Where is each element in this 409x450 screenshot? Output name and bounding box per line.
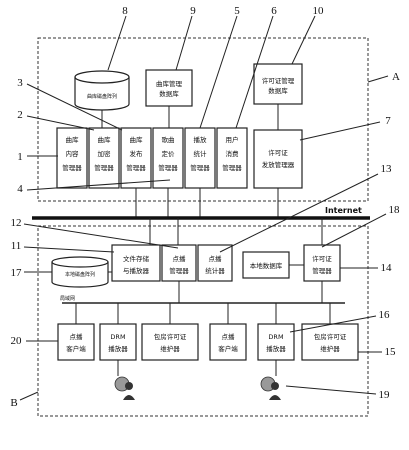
module-consume-l2: 消费 bbox=[226, 149, 240, 158]
ref-19: 19 bbox=[379, 389, 391, 401]
vod-manager: 点播 管理器 bbox=[161, 244, 197, 282]
ref-2: 2 bbox=[17, 109, 23, 121]
ref-13: 13 bbox=[381, 163, 393, 175]
module-content-l3: 管理器 bbox=[62, 163, 82, 172]
room-license-1-l1: 包房许可证 bbox=[154, 332, 187, 341]
file-storage-l2: 与播放器 bbox=[123, 266, 150, 275]
local-db: 本地数据库 bbox=[242, 251, 290, 279]
module-pricing-mgr bbox=[152, 127, 184, 189]
vod-stats-l2: 统计器 bbox=[205, 266, 225, 275]
license-issue-l1: 许可证 bbox=[268, 148, 288, 157]
music-disk-array-label: 曲库磁盘阵列 bbox=[87, 93, 117, 100]
room-license-1-l2: 维护器 bbox=[160, 344, 180, 353]
module-encrypt-l3: 管理器 bbox=[94, 163, 114, 172]
ref-4: 4 bbox=[17, 183, 23, 195]
ref-7: 7 bbox=[385, 115, 391, 127]
users-icon bbox=[114, 376, 135, 400]
local-disk-array: 本地磁盘阵列 bbox=[51, 256, 109, 288]
module-consume-mgr bbox=[216, 127, 248, 189]
license-mgmt-db-line1: 许可证管理 bbox=[262, 76, 295, 85]
room-license-2-l1: 包房许可证 bbox=[314, 332, 347, 341]
module-consume-l1: 用户 bbox=[226, 135, 239, 144]
module-stats-l2: 统计 bbox=[194, 149, 208, 158]
ref-5: 5 bbox=[234, 5, 240, 17]
vod-manager-l2: 管理器 bbox=[169, 266, 189, 275]
drm-player-1-l2: 播放器 bbox=[108, 344, 128, 353]
region-b-letter: B bbox=[10, 397, 17, 409]
drm-player-2-l2: 播放器 bbox=[266, 344, 286, 353]
music-disk-array: 曲库磁盘阵列 bbox=[74, 70, 130, 111]
module-encrypt-l2: 加密 bbox=[98, 149, 112, 158]
ref-20: 20 bbox=[11, 335, 23, 347]
license-mgmt-db: 许可证管理 数据库 bbox=[253, 63, 303, 105]
ref-18: 18 bbox=[389, 204, 401, 216]
music-mgmt-db-line1: 曲库管理 bbox=[156, 79, 183, 88]
module-pricing-l1: 歌曲 bbox=[162, 135, 175, 144]
vod-client-1-l2: 客户端 bbox=[66, 344, 86, 353]
local-db-label: 本地数据库 bbox=[250, 261, 283, 270]
internet-label: Internet bbox=[325, 206, 362, 215]
region-b-frame bbox=[37, 225, 369, 417]
local-disk-array-label: 本地磁盘阵列 bbox=[65, 271, 95, 278]
ref-6: 6 bbox=[271, 5, 277, 17]
ref-1: 1 bbox=[17, 151, 23, 163]
vod-client-2: 点播 客户端 bbox=[209, 323, 247, 361]
license-issue-mgr: 许可证 发放管理器 bbox=[253, 129, 303, 189]
license-manager-l2: 管理器 bbox=[312, 266, 332, 275]
ref-15: 15 bbox=[385, 346, 397, 358]
region-a-letter: A bbox=[392, 71, 400, 83]
module-content-l1: 曲库 bbox=[66, 135, 80, 144]
ref-17: 17 bbox=[11, 267, 23, 279]
vod-client-1: 点播 客户端 bbox=[57, 323, 95, 361]
region-a-frame bbox=[37, 37, 369, 202]
module-pricing-l3: 管理器 bbox=[158, 163, 178, 172]
vod-manager-l1: 点播 bbox=[173, 254, 187, 263]
ref-8: 8 bbox=[122, 5, 128, 17]
lan-label: 局域网 bbox=[60, 295, 75, 302]
vod-stats: 点播 统计器 bbox=[197, 244, 233, 282]
file-storage-player: 文件存储 与播放器 bbox=[111, 244, 161, 282]
module-pricing-l2: 定价 bbox=[162, 149, 176, 158]
drm-player-1: DRM 播放器 bbox=[99, 323, 137, 361]
ref-9: 9 bbox=[190, 5, 196, 17]
module-group: 曲库 内容 管理器 曲库 加密 管理器 曲库 发布 管理器 歌曲 定价 管理器 … bbox=[56, 127, 248, 189]
module-stats-l1: 播放 bbox=[194, 135, 208, 144]
module-publish-l1: 曲库 bbox=[130, 135, 144, 144]
room-license-2-l2: 维护器 bbox=[320, 344, 340, 353]
module-publish-l3: 管理器 bbox=[126, 163, 146, 172]
module-stats-l3: 管理器 bbox=[190, 163, 210, 172]
license-manager: 许可证 管理器 bbox=[303, 244, 341, 282]
license-manager-l1: 许可证 bbox=[312, 254, 332, 263]
license-issue-l2: 发放管理器 bbox=[262, 160, 295, 169]
vod-client-2-l1: 点播 bbox=[222, 332, 236, 341]
module-publish-mgr bbox=[120, 127, 152, 189]
users-icon bbox=[260, 376, 281, 400]
drm-player-2: DRM 播放器 bbox=[257, 323, 295, 361]
ref-10: 10 bbox=[313, 5, 325, 17]
module-publish-l2: 发布 bbox=[130, 149, 144, 158]
module-play-stats-mgr bbox=[184, 127, 216, 189]
module-encrypt-mgr bbox=[88, 127, 120, 189]
vod-client-2-l2: 客户端 bbox=[218, 344, 238, 353]
file-storage-l1: 文件存储 bbox=[123, 254, 150, 263]
drm-player-2-l1: DRM bbox=[268, 333, 283, 341]
ref-12: 12 bbox=[11, 217, 22, 229]
vod-client-1-l1: 点播 bbox=[70, 332, 84, 341]
ref-11: 11 bbox=[11, 240, 22, 252]
ref-3: 3 bbox=[17, 77, 23, 89]
drm-player-1-l1: DRM bbox=[110, 333, 125, 341]
ref-14: 14 bbox=[381, 262, 393, 274]
room-license-2: 包房许可证 维护器 bbox=[301, 323, 359, 361]
vod-stats-l1: 点播 bbox=[209, 254, 223, 263]
module-encrypt-l1: 曲库 bbox=[98, 135, 112, 144]
license-mgmt-db-line2: 数据库 bbox=[268, 86, 288, 95]
module-content-mgr bbox=[56, 127, 88, 189]
module-consume-l3: 管理器 bbox=[222, 163, 242, 172]
music-mgmt-db-line2: 数据库 bbox=[159, 89, 179, 98]
room-license-1: 包房许可证 维护器 bbox=[141, 323, 199, 361]
music-mgmt-db: 曲库管理 数据库 bbox=[145, 69, 193, 107]
module-content-l2: 内容 bbox=[66, 149, 80, 158]
ref-16: 16 bbox=[379, 309, 391, 321]
